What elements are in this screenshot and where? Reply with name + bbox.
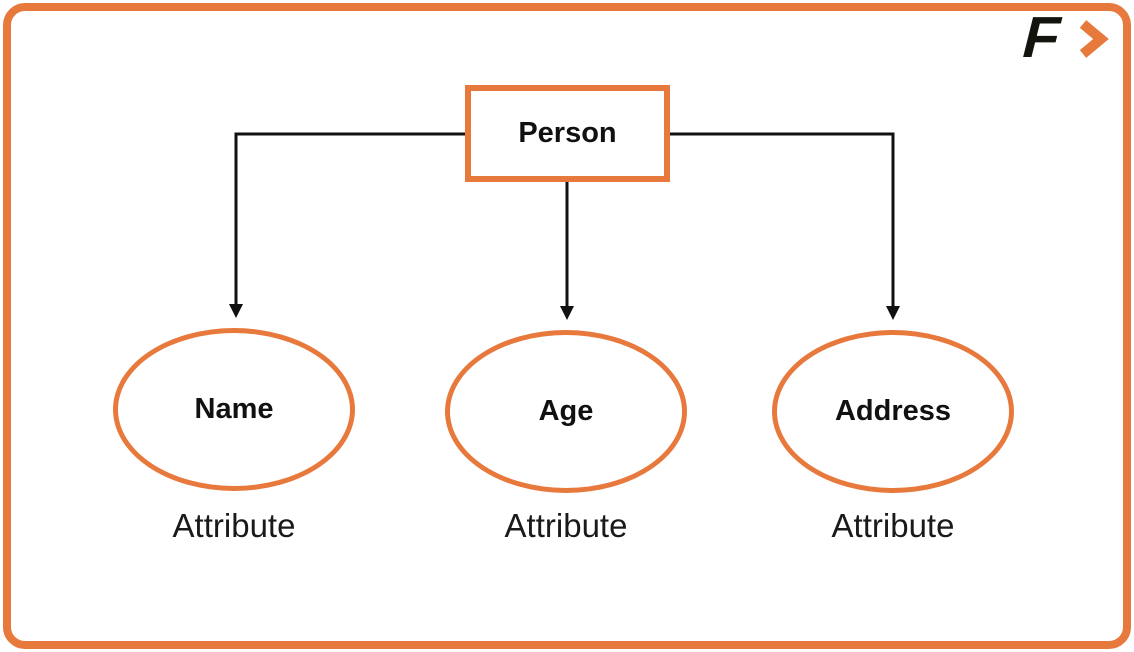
attribute-caption: Attribute: [831, 507, 955, 544]
entity-node-person: Person: [465, 85, 670, 182]
attribute-caption: Attribute: [172, 507, 296, 544]
attribute-node-name: Name: [113, 328, 355, 491]
attribute-label: Address: [834, 395, 952, 427]
logo-letter-f: F: [1016, 5, 1068, 70]
entity-label: Person: [518, 117, 617, 149]
attribute-node-age: Age: [445, 330, 687, 493]
attribute-node-address: Address: [772, 330, 1014, 493]
attribute-caption: Attribute: [504, 507, 628, 544]
attribute-label: Age: [538, 395, 594, 427]
brand-logo: F: [1016, 5, 1116, 74]
attribute-label: Name: [194, 393, 274, 425]
chevron-right-icon: [1080, 20, 1109, 58]
